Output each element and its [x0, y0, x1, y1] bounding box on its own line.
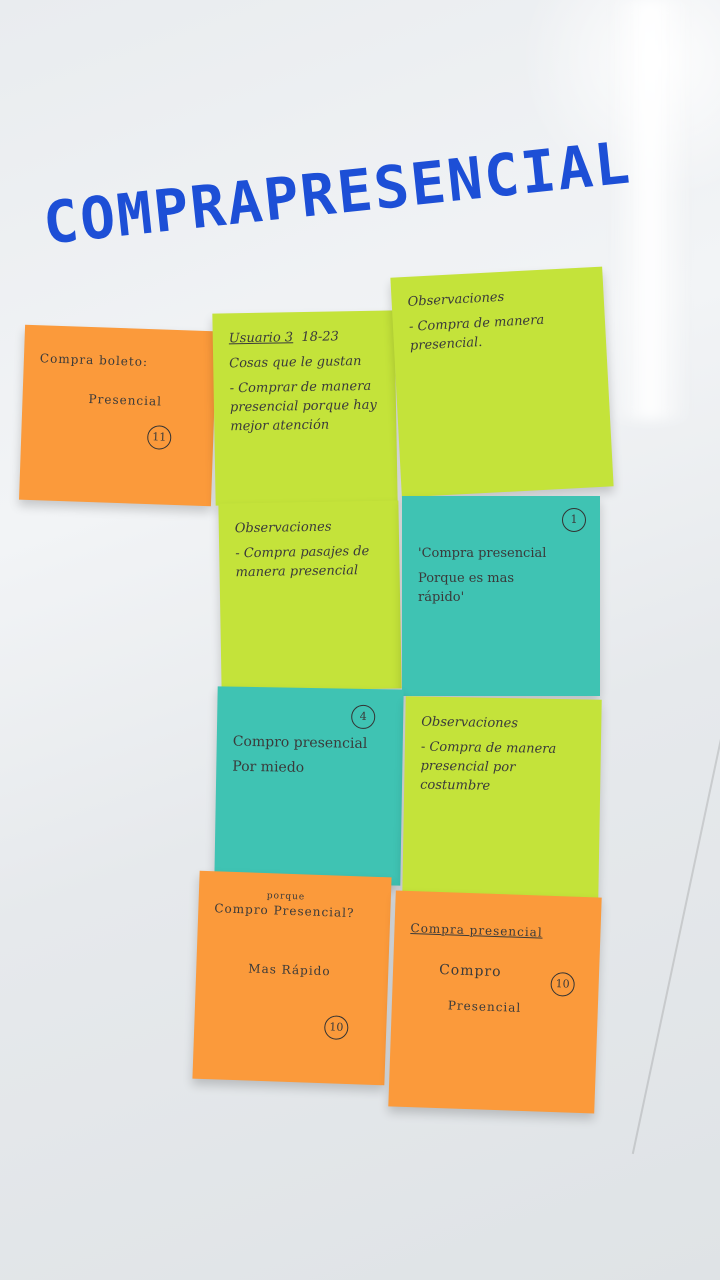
sticky-note-usuario-3: Usuario 3 18-23 Cosas que le gustan - Co… — [212, 310, 398, 506]
note-text: mejor atención — [230, 417, 330, 435]
note-text: presencial porque hay — [229, 397, 377, 416]
note-heading: Observaciones — [421, 714, 519, 732]
board-reflection — [610, 0, 690, 420]
note-text: Compra boleto: — [39, 351, 149, 370]
sticky-note-mas-rapido: porque Compro Presencial? Mas Rápido 10 — [192, 870, 392, 1086]
count-badge: 4 — [351, 704, 376, 730]
note-heading: Observaciones — [407, 289, 505, 310]
note-text: - Comprar de manera — [229, 378, 372, 397]
sticky-note-compra-presencial: Compra presencial Compro Presencial 10 — [388, 890, 602, 1114]
note-text: Presencial — [88, 391, 163, 409]
count-badge: 1 — [562, 508, 586, 532]
note-heading: Observaciones — [234, 519, 332, 537]
sticky-note-observaciones-2: Observaciones - Compra pasajes de manera… — [218, 500, 402, 692]
note-text: Por miedo — [232, 758, 305, 776]
note-text: rápido' — [418, 590, 465, 605]
note-heading: Usuario 3 18-23 — [228, 329, 340, 347]
sticky-note-compra-presencial-rapido: 1 'Compra presencial Porque es mas rápid… — [402, 496, 600, 696]
count-badge: 11 — [146, 425, 172, 450]
note-text: Cosas que le gustan — [229, 354, 362, 372]
note-text: Compro presencial — [232, 733, 368, 753]
sticky-note-observaciones-1: Observaciones - Compra de manera presenc… — [390, 266, 614, 498]
board-scratch — [631, 605, 720, 1155]
note-text: costumbre — [420, 777, 491, 794]
count-badge: 10 — [550, 971, 576, 997]
count-badge: 10 — [323, 1015, 349, 1040]
note-text: - Compra pasajes de — [235, 543, 370, 562]
note-text: 'Compra presencial — [418, 546, 547, 561]
note-text: manera presencial — [235, 563, 359, 581]
sticky-note-observaciones-3: Observaciones - Compra de manera presenc… — [402, 696, 602, 900]
note-heading: Compra presencial — [410, 921, 543, 940]
note-text: Mas Rápido — [248, 961, 331, 979]
sticky-note-compro-por-miedo: 4 Compro presencial Por miedo — [214, 686, 404, 886]
sticky-note-compra-boleto: Compra boleto: Presencial 11 — [19, 324, 217, 507]
note-text: Porque es mas — [418, 571, 515, 586]
note-text: Presencial — [447, 998, 522, 1015]
